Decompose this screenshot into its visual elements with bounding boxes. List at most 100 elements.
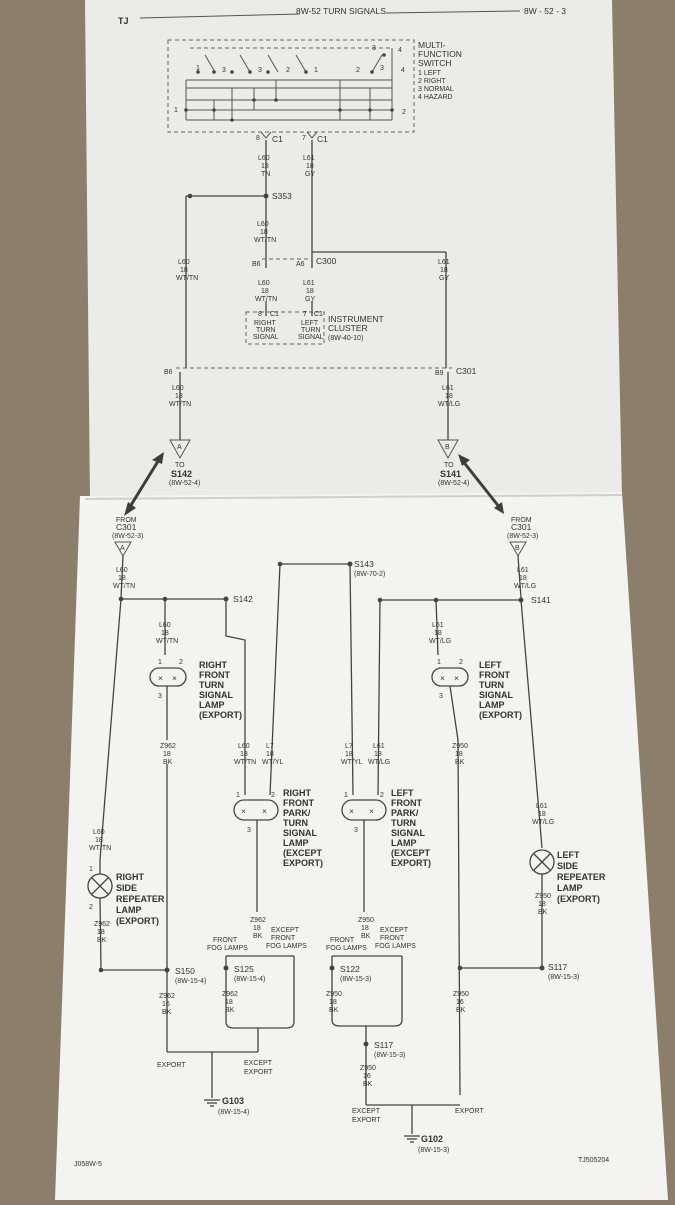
label-z962-s125: Z962 18 BK — [222, 991, 238, 1014]
from-a-letter: A — [120, 545, 125, 552]
svg-text:18: 18 — [306, 288, 314, 295]
offpage-a-triangle — [169, 439, 191, 460]
ground-g102-label: G102 — [421, 1134, 443, 1144]
cluster-name-1: INSTRUMENT — [328, 314, 384, 324]
svg-text:TN: TN — [261, 171, 270, 178]
paper-upper-panel — [85, 0, 622, 502]
label-l61-gy-right: L61 18 GY — [438, 259, 450, 282]
svg-text:TURN: TURN — [283, 818, 308, 828]
label-z950-lft: Z950 18 BK — [452, 743, 468, 766]
svg-text:Z962: Z962 — [250, 917, 266, 924]
svg-text:L60: L60 — [258, 155, 270, 162]
c301-pin-left: B6 — [164, 369, 173, 376]
rft-pin-1: 1 — [158, 659, 162, 666]
svg-text:FRONT: FRONT — [391, 798, 422, 808]
label-l61-gy: L61 18 GY — [303, 155, 315, 178]
option-except-fog-left: EXCEPT FRONT FOG LAMPS — [375, 927, 416, 950]
svg-text:×: × — [172, 673, 177, 683]
svg-text:×: × — [241, 806, 246, 816]
svg-text:×: × — [440, 673, 445, 683]
svg-text:WT/TN: WT/TN — [176, 275, 198, 282]
svg-text:18: 18 — [118, 575, 126, 582]
label-l61-rep: L61 18 WT/LG — [532, 803, 554, 826]
svg-text:LEFT: LEFT — [479, 660, 502, 670]
svg-text:LAMP: LAMP — [391, 838, 417, 848]
svg-text:(EXPORT): (EXPORT) — [199, 710, 242, 720]
paper-fold — [84, 494, 623, 500]
svg-text:(EXPORT): (EXPORT) — [116, 916, 159, 926]
label-l60-wttn-s353: L60 18 WT/TN — [254, 221, 276, 244]
svg-text:L60: L60 — [258, 280, 270, 287]
rfp-label: RIGHT FRONT PARK/ TURN SIGNAL LAMP (EXCE… — [283, 788, 323, 868]
lamp-left-side-repeater — [529, 849, 555, 875]
label-z950-right: Z950 16 BK — [453, 991, 469, 1014]
lamp-right-front-park: ×× — [233, 799, 279, 821]
svg-text:SIGNAL: SIGNAL — [283, 828, 318, 838]
option-front-fog-right: FRONT FOG LAMPS — [207, 937, 248, 952]
header-rule-left — [139, 13, 301, 19]
from-b-triangle — [509, 541, 527, 558]
svg-text:FRONT: FRONT — [271, 935, 296, 942]
svg-text:L61: L61 — [442, 385, 454, 392]
splice-s125-dot — [223, 965, 229, 971]
offpage-b-to: TO — [444, 462, 454, 469]
lfp-pin-3: 3 — [354, 827, 358, 834]
svg-text:WT/TN: WT/TN — [255, 296, 277, 303]
splice-s117a-ref: (8W-15-3) — [548, 974, 579, 981]
ground-g102-icon — [404, 1135, 420, 1143]
contact-num: 2 — [356, 67, 360, 74]
label-l7-left: L7 18 WT/YL — [341, 743, 362, 766]
svg-text:18: 18 — [240, 751, 248, 758]
svg-text:L61: L61 — [438, 259, 450, 266]
svg-text:L61: L61 — [373, 743, 385, 750]
svg-text:FRONT: FRONT — [479, 670, 510, 680]
footer-right: TJ505204 — [578, 1157, 609, 1164]
cluster-pin-right: 7 — [303, 311, 307, 318]
svg-text:FOG LAMPS: FOG LAMPS — [266, 943, 307, 950]
option-export-left: EXPORT — [157, 1062, 186, 1069]
svg-text:(EXCEPT: (EXCEPT — [283, 848, 323, 858]
c301-name: C301 — [456, 366, 477, 376]
offpage-b-triangle — [437, 439, 459, 460]
splice-s117b-label: S117 — [374, 1040, 393, 1050]
multi-function-switch: 3 4 1 3 3 2 1 2 3 4 1 2 — [167, 39, 415, 133]
contact-num: 1 — [196, 65, 200, 72]
label-l60-rep: L60 18 WT/TN — [89, 829, 111, 852]
contact-num: 3 — [372, 45, 376, 52]
offpage-a-splice: S142 — [171, 469, 192, 479]
svg-text:WT/TN: WT/TN — [113, 583, 135, 590]
footer-left: J058W-5 — [74, 1161, 102, 1168]
svg-text:SIGNAL: SIGNAL — [391, 828, 426, 838]
cluster-pin-right-name: C1 — [314, 311, 323, 318]
lft-label: LEFT FRONT TURN SIGNAL LAMP (EXPORT) — [479, 660, 522, 720]
svg-text:EXCEPT: EXCEPT — [380, 927, 409, 934]
svg-text:GY: GY — [305, 296, 315, 303]
from-a-ref: (8W-52-3) — [112, 533, 143, 540]
splice-s117b-dot — [363, 1041, 369, 1047]
svg-text:(EXPORT): (EXPORT) — [557, 894, 600, 904]
cluster-right-3: SIGNAL — [253, 334, 279, 341]
svg-text:WT/LG: WT/LG — [438, 401, 460, 408]
option-except-export-left-2: EXPORT — [244, 1069, 273, 1076]
cluster-left-2: TURN — [301, 327, 320, 334]
svg-text:BK: BK — [163, 759, 173, 766]
svg-text:LAMP: LAMP — [116, 905, 142, 915]
switch-pos-2: 2 RIGHT — [418, 78, 446, 85]
label-z962-rft: Z962 18 BK — [160, 743, 176, 766]
splice-s143-label: S143 — [354, 559, 374, 569]
switch-outline — [167, 39, 415, 133]
svg-text:18: 18 — [329, 999, 337, 1006]
svg-text:EXPORT): EXPORT) — [391, 858, 431, 868]
offpage-a-letter: A — [177, 444, 182, 451]
svg-text:RIGHT: RIGHT — [116, 872, 145, 882]
svg-text:18: 18 — [374, 751, 382, 758]
svg-text:RIGHT: RIGHT — [199, 660, 228, 670]
svg-text:LAMP: LAMP — [283, 838, 309, 848]
c300-name: C300 — [316, 256, 337, 266]
svg-text:FRONT: FRONT — [380, 935, 405, 942]
svg-text:L61: L61 — [432, 622, 444, 629]
c300-pin-right: A6 — [296, 261, 305, 268]
svg-text:Z962: Z962 — [159, 993, 175, 1000]
paper-lower-panel — [55, 492, 668, 1200]
rft-label: RIGHT FRONT TURN SIGNAL LAMP (EXPORT) — [199, 660, 242, 720]
